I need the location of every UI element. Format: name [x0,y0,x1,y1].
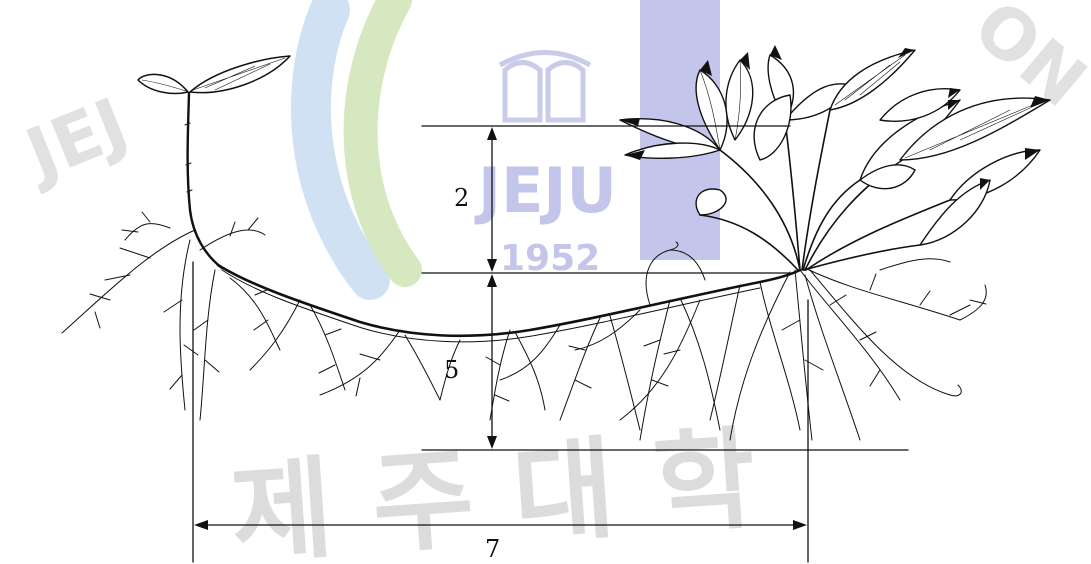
arrow-right-icon [793,520,807,530]
rhizome [216,263,802,338]
roots [61,211,987,441]
watermark-blue-arc [290,0,390,300]
dimension-label-upper: 2 [454,184,470,212]
seedling-left-leaf [137,73,189,95]
arrow-down-icon [487,436,497,449]
arrow-up-icon [487,127,497,140]
dimension-label-bottom: 7 [485,535,501,563]
seedling-right-leaf [189,55,291,94]
leaf [624,142,721,159]
dimension-label-lower: 5 [444,356,460,384]
arrow-up-icon [487,274,497,287]
watermark-jeju-text: JEJU [474,154,617,227]
leaf [695,188,727,216]
arrow-left-icon [194,520,208,530]
seedling [137,55,291,270]
dimension-arrows [194,127,807,530]
watermark-crest-icon [498,50,592,123]
dimension-lines [192,125,909,563]
watermark-year-text: 1952 [500,238,600,279]
seedling-stem [186,91,224,270]
mature-plant [619,45,1051,271]
leaf [753,94,792,161]
watermark-green-arc [343,0,422,287]
leaf [919,179,991,246]
arrow-down-icon [487,259,497,272]
leaf [859,164,916,190]
